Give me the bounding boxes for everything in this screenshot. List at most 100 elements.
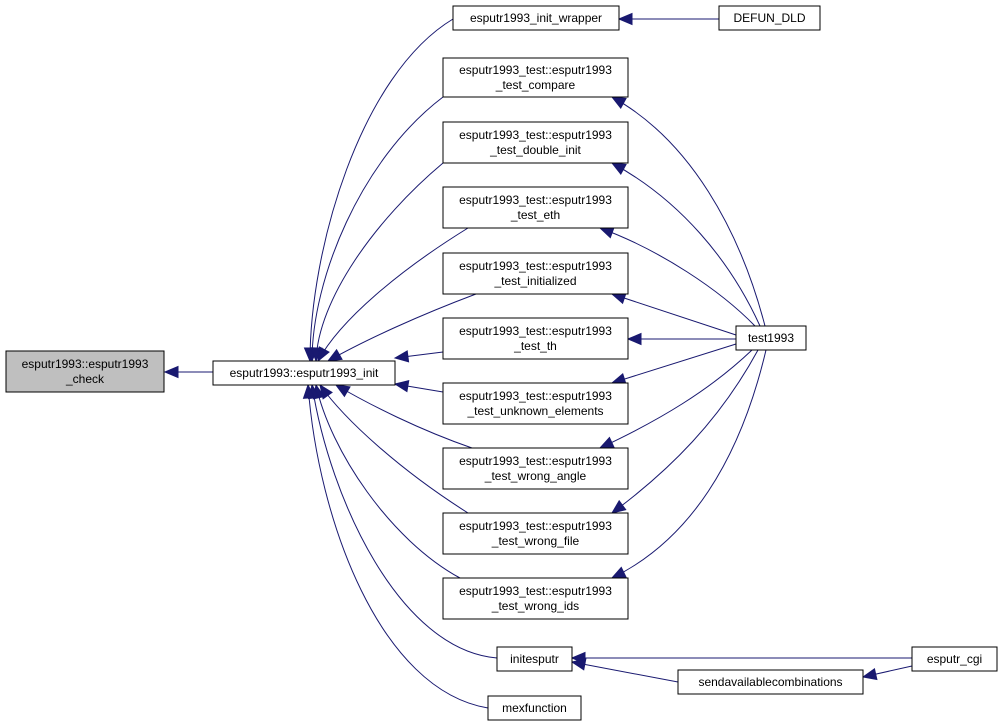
node-box <box>442 382 629 425</box>
edge-line <box>309 18 454 362</box>
node-box <box>5 350 165 393</box>
node-label: _test_wrong_angle <box>484 469 587 483</box>
node-box <box>718 5 821 31</box>
edge-line <box>311 96 444 362</box>
arrowhead <box>326 348 343 362</box>
edge-test1993-to-unknown <box>610 343 737 385</box>
node-box <box>442 57 629 98</box>
edge-init-to-check <box>163 365 213 379</box>
edge-line <box>319 384 469 514</box>
arrowhead <box>302 383 316 399</box>
node-unknown[interactable]: esputr1993_test::esputr1993_test_unknown… <box>442 382 629 425</box>
edge-sendavail-to-initesputr <box>570 658 679 683</box>
arrowhead <box>317 346 330 363</box>
arrowhead <box>570 658 587 671</box>
arrowhead <box>610 566 627 579</box>
arrowhead <box>163 365 179 379</box>
node-wrapper[interactable]: esputr1993_init_wrapper <box>452 5 620 31</box>
node-label: esputr1993_test::esputr1993 <box>459 519 612 533</box>
node-label: _test_wrong_ids <box>491 599 579 613</box>
node-box <box>442 447 629 490</box>
edge-test1993-to-eth <box>598 226 756 327</box>
edge-line <box>611 343 737 384</box>
node-label: esputr1993_init_wrapper <box>470 11 602 25</box>
edge-line <box>611 349 759 514</box>
node-box <box>735 325 807 351</box>
node-label: mexfunction <box>502 701 567 715</box>
node-box <box>442 121 629 164</box>
node-label: esputr1993_test::esputr1993 <box>459 128 612 142</box>
node-label: esputr_cgi <box>927 652 982 666</box>
node-check: esputr1993::esputr1993_check <box>5 350 165 393</box>
node-label: _test_th <box>513 339 557 353</box>
arrowhead <box>610 96 627 109</box>
node-label: _check <box>65 372 105 386</box>
edge-line <box>311 384 498 659</box>
node-angle[interactable]: esputr1993_test::esputr1993_test_wrong_a… <box>442 447 629 490</box>
node-label: esputr1993_test::esputr1993 <box>459 584 612 598</box>
node-test1993[interactable]: test1993 <box>735 325 807 351</box>
node-eth[interactable]: esputr1993_test::esputr1993_test_eth <box>442 186 629 229</box>
node-box <box>487 695 582 721</box>
node-box <box>911 646 998 672</box>
edge-wrapper-to-init <box>303 18 454 363</box>
edge-line <box>317 227 469 362</box>
arrowhead <box>617 12 633 26</box>
node-label: esputr1993_test::esputr1993 <box>459 389 612 403</box>
node-label: esputr1993_test::esputr1993 <box>459 63 612 77</box>
edge-mex-to-init <box>302 383 489 709</box>
nodes-layer: esputr1993::esputr1993_check esputr1993::… <box>5 5 998 721</box>
edge-line <box>611 162 761 327</box>
edge-test1993-to-file <box>610 349 759 514</box>
edge-eth-to-init <box>317 227 469 363</box>
edge-test1993-to-ids <box>610 349 767 579</box>
node-box <box>442 317 629 360</box>
edge-line <box>599 227 756 327</box>
edge-line <box>611 96 766 327</box>
node-mex[interactable]: mexfunction <box>487 695 582 721</box>
node-label: _test_compare <box>495 78 576 92</box>
edge-line <box>335 384 473 449</box>
node-file[interactable]: esputr1993_test::esputr1993_test_wrong_f… <box>442 512 629 555</box>
edge-test1993-to-double_init <box>610 162 761 327</box>
edge-line <box>315 384 461 579</box>
edge-line <box>315 162 444 362</box>
node-label: DEFUN_DLD <box>733 11 805 25</box>
node-init[interactable]: esputr1993::esputr1993_init <box>212 360 396 386</box>
edge-line <box>611 293 737 336</box>
edge-th-to-init <box>393 350 444 363</box>
node-box <box>442 512 629 555</box>
edge-unknown-to-init <box>393 380 444 393</box>
arrowhead <box>861 667 878 681</box>
node-ids[interactable]: esputr1993_test::esputr1993_test_wrong_i… <box>442 577 629 620</box>
node-label: sendavailablecombinations <box>698 675 842 689</box>
node-label: esputr1993_test::esputr1993 <box>459 324 612 338</box>
node-initialized[interactable]: esputr1993_test::esputr1993_test_initial… <box>442 252 629 295</box>
node-label: test1993 <box>748 331 794 345</box>
node-defun[interactable]: DEFUN_DLD <box>718 5 821 31</box>
edge-angle-to-init <box>334 384 473 449</box>
arrowhead <box>598 226 615 239</box>
node-label: esputr1993_test::esputr1993 <box>459 193 612 207</box>
node-sendavail[interactable]: sendavailablecombinations <box>677 669 864 695</box>
arrowhead <box>626 332 642 346</box>
node-label: esputr1993_test::esputr1993 <box>459 259 612 273</box>
node-label: _test_double_init <box>489 143 581 157</box>
node-box <box>452 5 620 31</box>
node-label: _test_initialized <box>493 274 576 288</box>
node-box <box>212 360 396 386</box>
arrowhead <box>393 380 410 393</box>
edge-defun-to-wrapper <box>617 12 719 26</box>
node-label: _test_wrong_file <box>491 534 580 548</box>
node-initesputr[interactable]: initesputr <box>496 646 573 672</box>
edge-compare-to-init <box>305 96 444 363</box>
node-compare[interactable]: esputr1993_test::esputr1993_test_compare <box>442 57 629 98</box>
node-box <box>496 646 573 672</box>
node-double_init[interactable]: esputr1993_test::esputr1993_test_double_… <box>442 121 629 164</box>
node-box <box>442 186 629 229</box>
node-label: _test_eth <box>510 208 560 222</box>
edge-cgi-to-sendavail <box>861 665 913 681</box>
node-th[interactable]: esputr1993_test::esputr1993_test_th <box>442 317 629 360</box>
node-cgi[interactable]: esputr_cgi <box>911 646 998 672</box>
